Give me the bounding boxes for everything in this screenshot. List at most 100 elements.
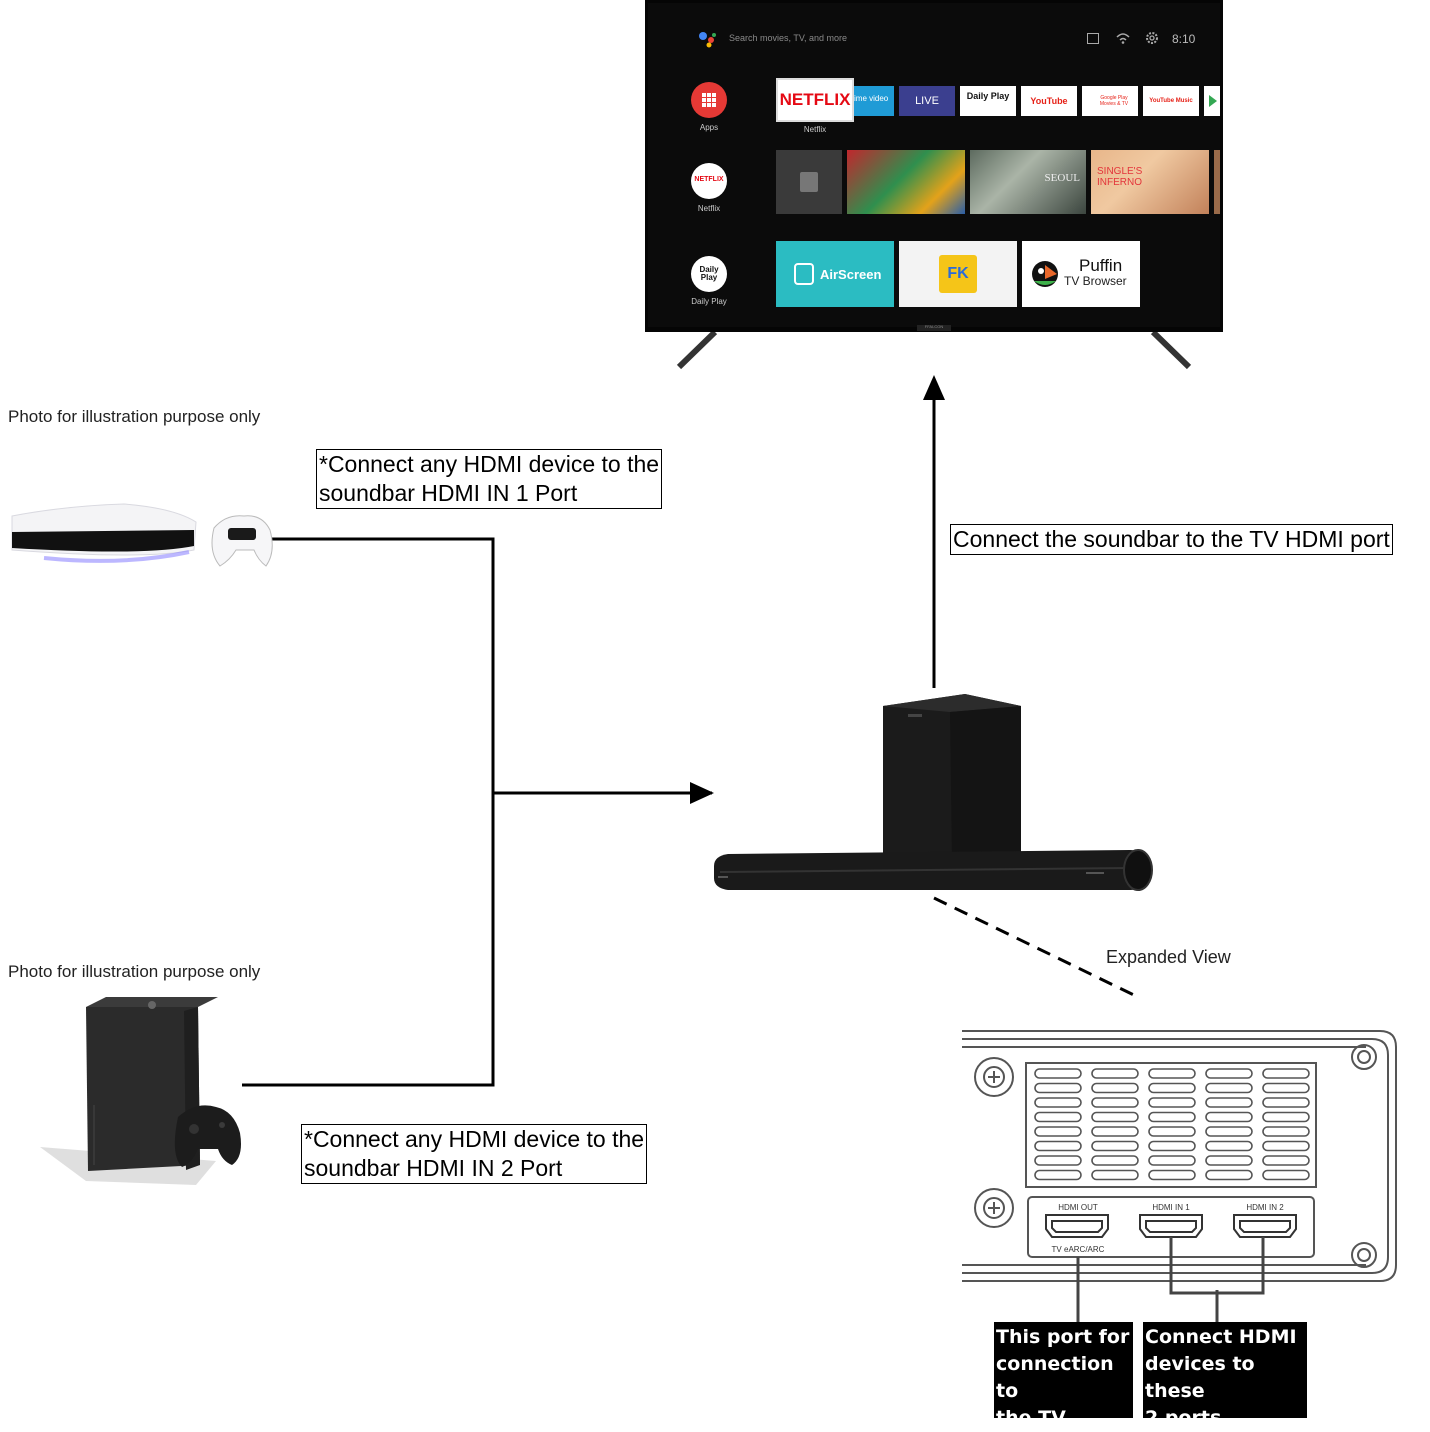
puffin-title: Puffin <box>1079 256 1123 275</box>
vent-slot <box>1091 1082 1139 1094</box>
tv-port-note-line1: This port for <box>996 1326 1130 1348</box>
hdmi-in2-note-line2: soundbar HDMI IN 2 Port <box>304 1155 563 1181</box>
tv-clock: 8:10 <box>1172 32 1196 46</box>
photo-note-xbox: Photo for illustration purpose only <box>8 962 261 981</box>
vent-slot <box>1034 1169 1082 1181</box>
app-tile-fk[interactable]: FK <box>899 241 1017 307</box>
hdmi-ports-note-line2: devices to these <box>1145 1353 1255 1402</box>
wifi-icon <box>1116 31 1130 49</box>
vent-slot <box>1262 1126 1310 1137</box>
vent-slot <box>1205 1169 1253 1181</box>
hdmi-in1-note-line1: *Connect any HDMI device to the <box>319 451 660 477</box>
netflix-side-icon[interactable]: NETFLIX <box>691 163 727 199</box>
vent-slot <box>1034 1111 1082 1123</box>
vent-slot <box>1262 1155 1310 1166</box>
vent-slot <box>1034 1097 1082 1108</box>
panel-leader-extensions <box>1076 1280 1265 1324</box>
tv-port-note-line2: connection to <box>996 1353 1114 1402</box>
vent-slot <box>1091 1111 1139 1123</box>
app-tile-youtube[interactable]: YouTube <box>1021 86 1077 116</box>
tv: Search movies, TV, and more 8:10 Apps NE… <box>645 0 1223 372</box>
content-tile-1[interactable] <box>776 150 842 214</box>
hdmi-port-in2 <box>1233 1214 1297 1238</box>
earc-label: TV eARC/ARC <box>1052 1245 1105 1254</box>
vent-slot <box>1034 1155 1082 1166</box>
content-tile-5[interactable] <box>1214 150 1220 214</box>
side-label-dailyplay: Daily Play <box>691 297 727 306</box>
back-panel-drawing: HDMI OUT HDMI IN 1 HDMI IN 2 TV eARC/ARC <box>962 1030 1397 1321</box>
vent-slot <box>1148 1068 1196 1079</box>
app-tile-playmovies[interactable]: Google Play Movies & TV <box>1082 86 1138 116</box>
hdmi-ports-note-line3: 2 ports <box>1145 1407 1222 1429</box>
vent-slot <box>1262 1068 1310 1079</box>
content-tile-4[interactable]: SINGLE'S INFERNO <box>1091 150 1209 214</box>
side-label-apps: Apps <box>699 123 719 132</box>
content-tile-3-title: SEOUL <box>1044 172 1080 184</box>
screw-icon <box>974 1044 1377 1268</box>
hdmi-port-in1 <box>1139 1214 1203 1238</box>
tv-connect-note: Connect the soundbar to the TV HDMI port <box>950 524 1393 555</box>
app-tile-puffin[interactable]: Puffin TV Browser <box>1022 241 1140 307</box>
hdmi-in1-note: *Connect any HDMI device to the soundbar… <box>316 449 663 509</box>
app-tile-airscreen[interactable]: AirScreen <box>776 241 894 307</box>
vent-slot <box>1205 1111 1253 1123</box>
app-tile-airscreen-label: AirScreen <box>820 267 882 282</box>
hdmi-ports-note-line1: Connect HDMI <box>1145 1326 1297 1348</box>
vent-slot <box>1262 1169 1310 1181</box>
hdmi-in2-label: HDMI IN 2 <box>1246 1203 1284 1212</box>
content-tile-3[interactable]: SEOUL <box>970 150 1086 214</box>
tv-arrowhead <box>923 375 945 400</box>
apps-grid-icon[interactable] <box>691 82 727 118</box>
fk-logo-icon: FK <box>939 255 977 293</box>
hdmi-in2-note: *Connect any HDMI device to the soundbar… <box>301 1124 648 1184</box>
soundbar-image <box>710 690 1160 905</box>
input-icon <box>1087 33 1099 44</box>
content-tile-2[interactable] <box>847 150 965 214</box>
vent-slot <box>1148 1155 1196 1166</box>
vent-slot <box>1091 1155 1139 1166</box>
tv-brand-logo: FFALCON <box>924 324 944 329</box>
app-tile-primevideo-label: ime video <box>854 94 889 103</box>
vent-slot <box>1091 1068 1139 1079</box>
vent-slot <box>1034 1082 1082 1094</box>
hdmi-in1-label: HDMI IN 1 <box>1152 1203 1190 1212</box>
vent-slot <box>1148 1082 1196 1094</box>
hdmi-in2-note-line1: *Connect any HDMI device to the <box>304 1126 645 1152</box>
vent-slot <box>1262 1097 1310 1108</box>
photo-note-ps5: Photo for illustration purpose only <box>8 407 261 426</box>
vent-slot <box>1205 1126 1253 1137</box>
expanded-view-dashed-line <box>933 896 1141 1000</box>
app-tile-live[interactable]: LIVE <box>899 86 955 116</box>
tv-search-placeholder[interactable]: Search movies, TV, and more <box>729 33 848 43</box>
soundbar-back-panel: HDMI OUT HDMI IN 1 HDMI IN 2 TV eARC/ARC <box>960 1025 1400 1321</box>
vent-slot <box>1148 1097 1196 1108</box>
vent-slot <box>1205 1068 1253 1079</box>
vent-slot <box>1034 1068 1082 1079</box>
settings-gear-icon <box>1145 31 1159 50</box>
vent-slot <box>1205 1097 1253 1108</box>
play-store-icon[interactable] <box>1204 86 1220 116</box>
vent-slot <box>1262 1111 1310 1123</box>
hdmi-ports-note: Connect HDMI devices to these 2 ports <box>1143 1322 1307 1429</box>
subwoofer-image <box>883 694 1021 862</box>
app-tile-playmovies-label: Google Play Movies & TV <box>1099 95 1129 107</box>
ps5-controller-image <box>211 515 273 567</box>
xbox-console-image <box>36 995 251 1190</box>
content-tile-4-title: SINGLE'S INFERNO <box>1097 166 1143 188</box>
app-tile-fk-label: FK <box>947 265 969 282</box>
vent-slot <box>1091 1169 1139 1181</box>
app-tile-dailyplay[interactable]: Daily Play <box>960 86 1016 116</box>
app-tile-youtubemusic[interactable]: YouTube Music <box>1143 86 1199 116</box>
app-tile-youtubemusic-label: YouTube Music <box>1149 98 1193 104</box>
ps5-console-image <box>4 500 284 585</box>
vent-slot <box>1205 1082 1253 1094</box>
app-tile-netflix[interactable]: NETFLIX <box>776 78 854 122</box>
xbox-controller-image <box>174 1105 241 1167</box>
app-tile-youtube-label: YouTube <box>1030 96 1068 106</box>
vent-slot <box>1262 1082 1310 1094</box>
vent-slot <box>1148 1169 1196 1181</box>
app-tile-primevideo[interactable]: ime video <box>854 86 894 116</box>
ps5-cable-line <box>242 537 495 1087</box>
puffin-icon <box>1030 259 1060 294</box>
